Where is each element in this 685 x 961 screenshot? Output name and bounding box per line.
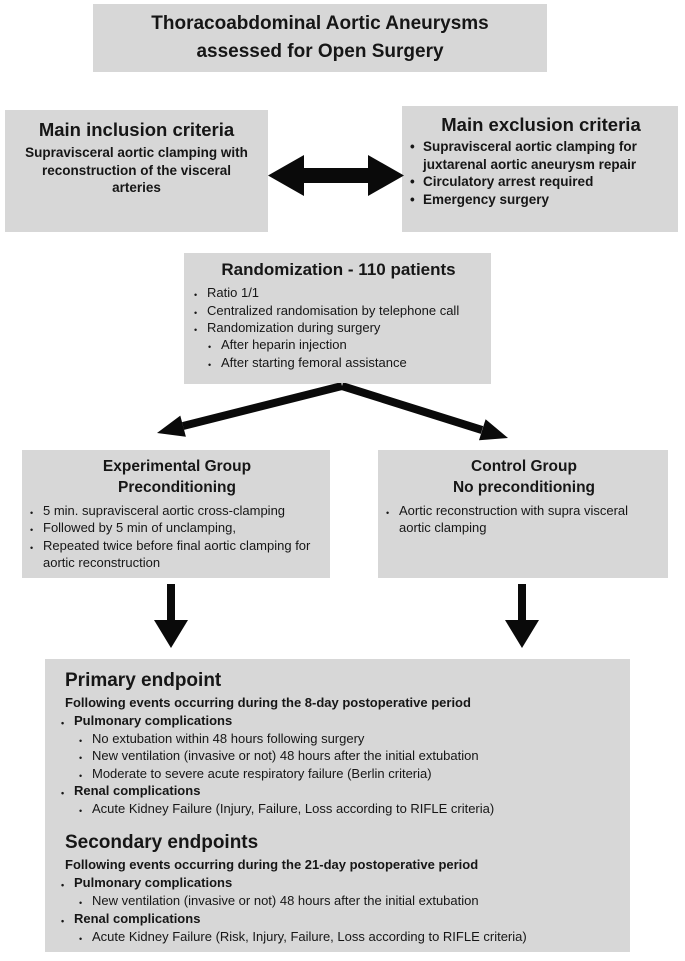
list-item: Randomization during surgery (194, 319, 483, 336)
secondary-endpoints-subheading: Following events occurring during the 21… (65, 857, 479, 873)
bullet-icon (79, 892, 92, 909)
list-item: Supravisceral aortic clamping for juxtar… (410, 138, 672, 173)
bullet-icon (410, 173, 423, 191)
bullet-icon (61, 782, 74, 800)
control-group-box: Control Group No preconditioning Aortic … (378, 450, 668, 578)
secondary-endpoints-heading: Secondary endpoints (65, 832, 259, 854)
down-arrow-right-icon (502, 584, 542, 648)
bullet-icon (194, 319, 207, 336)
control-heading-line-2: No preconditioning (452, 478, 596, 496)
list-item: Moderate to severe acute respiratory fai… (79, 765, 620, 782)
randomization-box: Randomization - 110 patients Ratio 1/1 C… (184, 253, 491, 384)
list-item: Pulmonary complications (61, 874, 620, 892)
section-spacer (61, 817, 620, 831)
down-arrow-left-icon (151, 584, 191, 648)
inclusion-body: Supravisceral aortic clamping with recon… (25, 145, 248, 196)
bullet-icon (79, 747, 92, 764)
bullet-icon (61, 712, 74, 730)
bullet-icon (386, 502, 399, 519)
title-box: Thoracoabdominal Aortic Aneurysms assess… (93, 4, 547, 72)
list-item: Followed by 5 min of unclamping, (30, 519, 324, 536)
experimental-group-box: Experimental Group Preconditioning 5 min… (22, 450, 330, 578)
bullet-icon (79, 928, 92, 945)
randomization-heading: Randomization - 110 patients (221, 260, 456, 279)
bullet-icon (208, 336, 221, 353)
primary-endpoint-subheading: Following events occurring during the 8-… (65, 694, 471, 710)
bullet-icon (79, 765, 92, 782)
bullet-icon (30, 537, 43, 554)
exclusion-heading: Main exclusion criteria (441, 114, 641, 135)
inclusion-heading: Main inclusion criteria (38, 119, 235, 140)
fork-arrows-icon (140, 383, 525, 445)
experimental-heading-line-1: Experimental Group (102, 458, 252, 475)
experimental-heading: Experimental Group Preconditioning (30, 457, 324, 499)
list-item: Acute Kidney Failure (Risk, Injury, Fail… (79, 928, 620, 945)
list-item: Repeated twice before final aortic clamp… (30, 537, 324, 572)
list-item: New ventilation (invasive or not) 48 hou… (79, 892, 620, 909)
list-item: After starting femoral assistance (208, 354, 483, 371)
list-item: Ratio 1/1 (194, 284, 483, 301)
control-heading: Control Group No preconditioning (386, 457, 662, 499)
list-item: Emergency surgery (410, 191, 672, 209)
bullet-icon (194, 302, 207, 319)
list-item: Circulatory arrest required (410, 173, 672, 191)
experimental-heading-line-2: Preconditioning (118, 478, 236, 496)
title-line-1: Thoracoabdominal Aortic Aneurysms (151, 13, 489, 35)
list-item: Acute Kidney Failure (Injury, Failure, L… (79, 800, 620, 817)
list-item: Aortic reconstruction with supra viscera… (386, 502, 662, 537)
primary-endpoint-heading: Primary endpoint (65, 670, 222, 691)
bullet-icon (208, 354, 221, 371)
endpoints-box: Primary endpoint Following events occurr… (45, 659, 630, 952)
title-line-2: assessed for Open Surgery (196, 41, 444, 62)
bullet-icon (410, 191, 423, 209)
inclusion-criteria-box: Main inclusion criteria Supravisceral ao… (5, 110, 268, 232)
bullet-icon (194, 284, 207, 301)
bullet-icon (410, 138, 423, 156)
bullet-icon (30, 502, 43, 519)
list-item: 5 min. supravisceral aortic cross-clampi… (30, 502, 324, 519)
list-item: Centralized randomisation by telephone c… (194, 302, 483, 319)
list-item: No extubation within 48 hours following … (79, 730, 620, 747)
list-item: Renal complications (61, 910, 620, 928)
exclusion-criteria-box: Main exclusion criteria Supravisceral ao… (402, 106, 678, 232)
list-item: Pulmonary complications (61, 712, 620, 730)
control-heading-line-1: Control Group (471, 458, 577, 475)
list-item: Renal complications (61, 782, 620, 800)
bullet-icon (79, 800, 92, 817)
bullet-icon (79, 730, 92, 747)
list-item: New ventilation (invasive or not) 48 hou… (79, 747, 620, 764)
bullet-icon (61, 874, 74, 892)
list-item: After heparin injection (208, 336, 483, 353)
bullet-icon (30, 519, 43, 536)
bullet-icon (61, 910, 74, 928)
double-arrow-icon (268, 152, 404, 199)
